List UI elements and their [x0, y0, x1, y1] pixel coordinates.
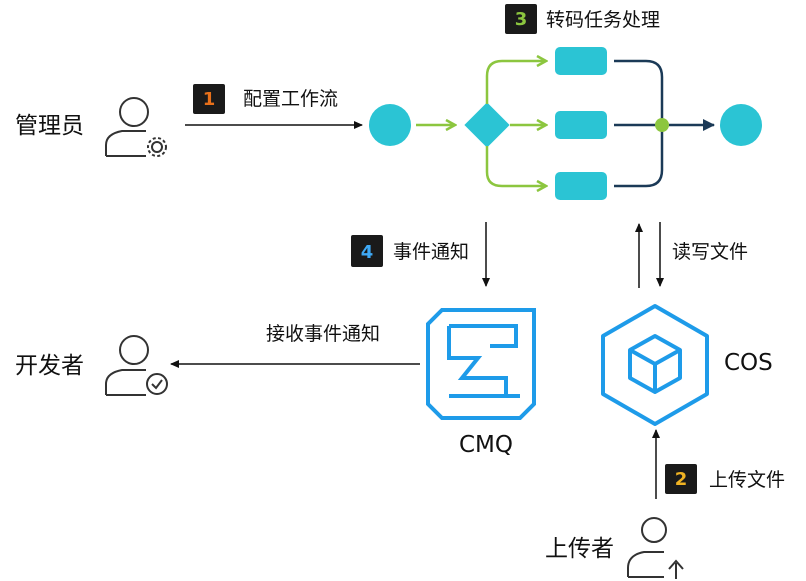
read-write-label: 读写文件: [672, 241, 748, 263]
step-4-number: 4: [361, 242, 374, 263]
user-check-icon: [105, 335, 168, 396]
workflow-branch-node: [464, 102, 510, 148]
admin-label: 管理员: [15, 113, 84, 139]
cmq-icon: [426, 308, 536, 420]
transcode-task-1: [555, 47, 607, 75]
workflow-join-node: [655, 118, 669, 132]
step-1-label: 配置工作流: [243, 88, 338, 110]
user-upload-icon: [627, 517, 684, 579]
merge-edge-bottom: [614, 125, 664, 188]
step-2-label: 上传文件: [709, 469, 785, 491]
step-4-label: 事件通知: [393, 241, 469, 263]
transcode-task-2: [555, 111, 607, 139]
cos-cube-icon: [601, 304, 709, 426]
step-4-badge: 4: [351, 235, 383, 267]
cos-label: COS: [724, 350, 773, 376]
cmq-label: CMQ: [459, 432, 513, 458]
branch-edge-top: [485, 61, 546, 104]
developer-label: 开发者: [15, 353, 84, 379]
step-1-badge: 1: [193, 84, 225, 114]
branch-edge-bottom: [485, 146, 546, 186]
transcode-task-3: [555, 172, 607, 200]
step-3-number: 3: [515, 9, 528, 30]
user-gear-icon: [105, 97, 167, 157]
workflow-end-node: [720, 104, 762, 146]
receive-notify-label: 接收事件通知: [266, 323, 380, 345]
step-2-badge: 2: [665, 464, 697, 494]
step-3-label: 转码任务处理: [546, 9, 660, 31]
workflow-start-node: [369, 104, 411, 146]
uploader-label: 上传者: [545, 536, 614, 562]
step-2-number: 2: [675, 469, 688, 490]
step-1-number: 1: [203, 89, 216, 110]
merge-edge-top: [614, 59, 664, 125]
step-3-badge: 3: [505, 4, 537, 34]
